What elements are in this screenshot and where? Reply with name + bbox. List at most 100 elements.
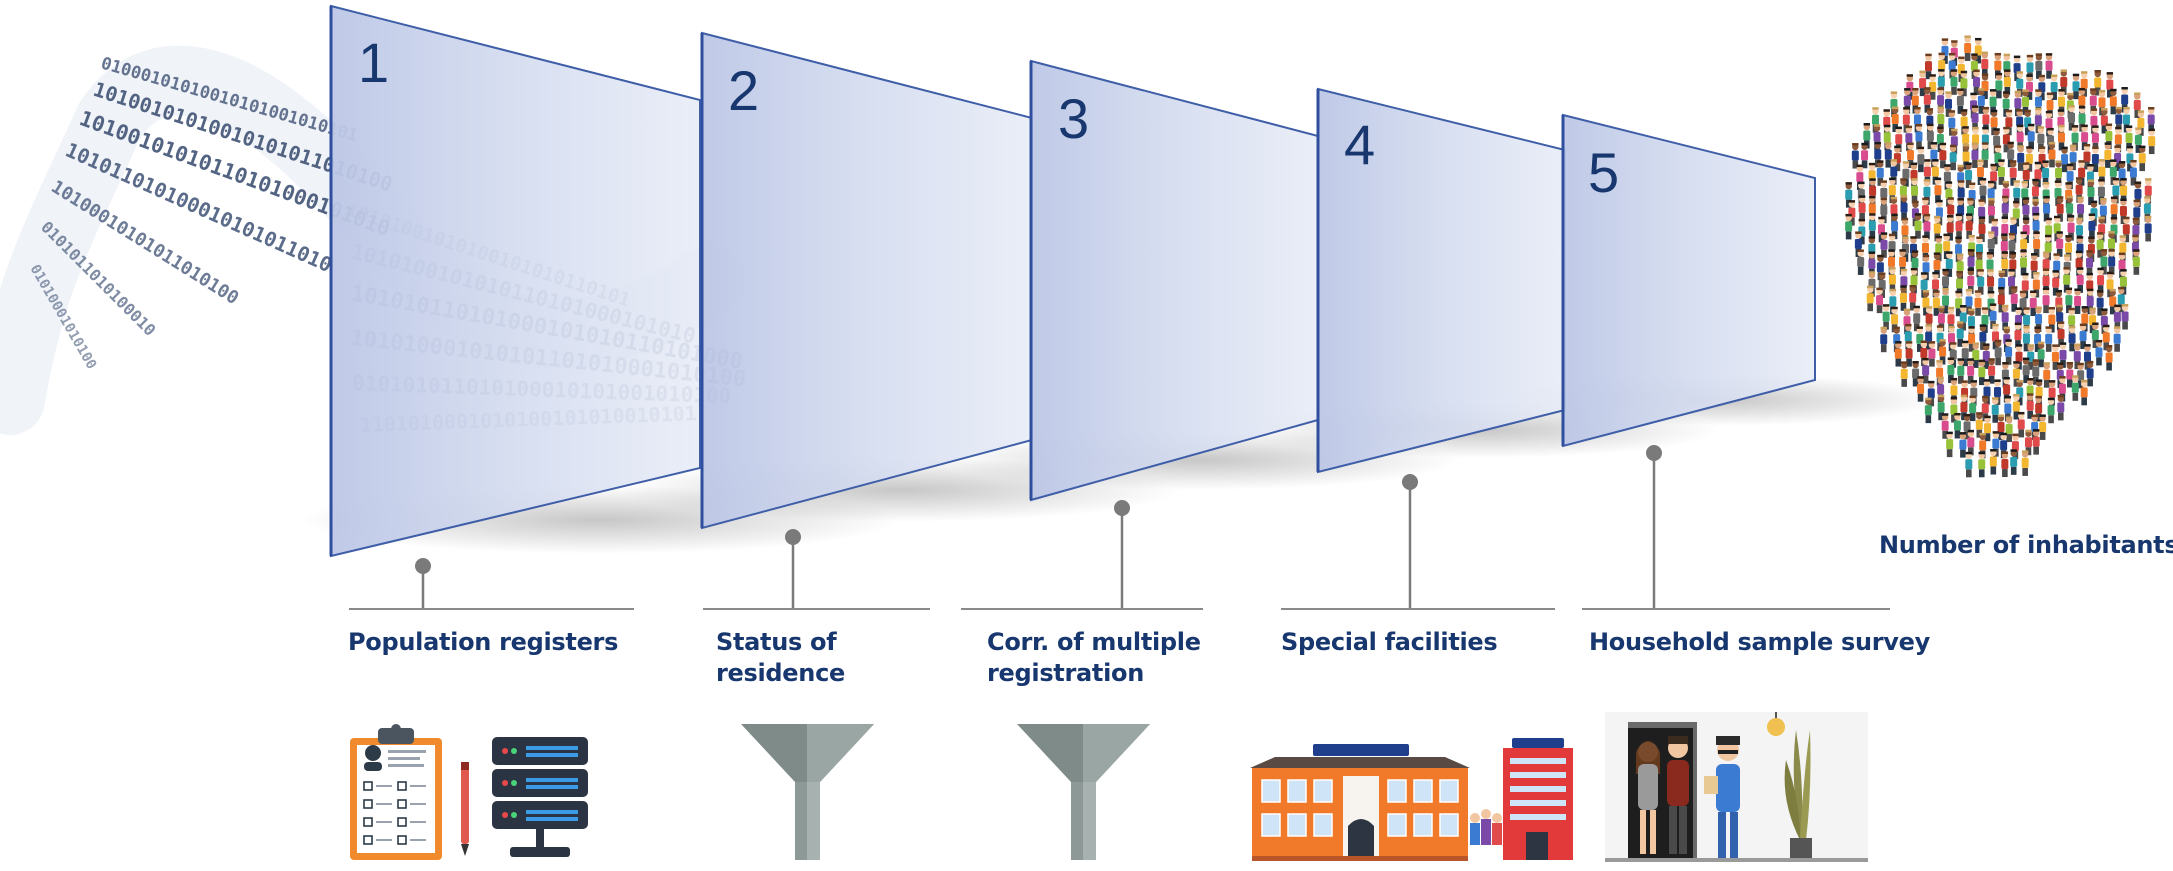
person-figure: [1924, 53, 1932, 80]
person-figure: [2138, 145, 2146, 172]
person-figure: [2096, 232, 2104, 258]
person-figure: [1971, 142, 1979, 168]
person-figure: [2026, 393, 2034, 419]
person-figure: [2009, 160, 2017, 186]
stage-label-5: Household sample survey: [1589, 627, 1930, 658]
person-figure: [1967, 429, 1975, 456]
person-figure: [1977, 88, 1985, 114]
person-figure: [2001, 451, 2009, 478]
person-figure: [2094, 70, 2102, 96]
person-figure: [2031, 414, 2039, 441]
person-figure: [1964, 35, 1972, 61]
person-figure: [2104, 142, 2112, 168]
person-figure: [2010, 286, 2018, 312]
connector-2: [703, 529, 930, 610]
person-figure: [2148, 128, 2156, 155]
person-figure: [2068, 105, 2076, 131]
panel-1: 1: [329, 4, 701, 558]
person-figure: [1968, 234, 1976, 261]
person-figure: [2066, 361, 2074, 388]
person-figure: [1858, 195, 1866, 221]
panel-5: 5: [1561, 113, 1816, 448]
person-figure: [2027, 344, 2035, 370]
panel-number: 1: [358, 31, 389, 94]
person-figure: [2012, 394, 2020, 420]
person-figure: [1932, 290, 1940, 316]
person-figure: [1978, 451, 1986, 478]
person-figure: [2047, 397, 2055, 424]
person-figure: [2032, 272, 2040, 298]
person-figure: [2109, 288, 2117, 315]
person-figure: [1959, 305, 1967, 331]
person-figure: [1955, 213, 1963, 240]
person-figure: [1949, 144, 1957, 171]
person-figure: [2057, 394, 2065, 421]
person-figure: [1949, 342, 1957, 368]
person-figure: [2096, 290, 2104, 316]
person-figure: [1861, 142, 1869, 169]
connector-1: [349, 558, 634, 610]
person-figure: [1934, 177, 1942, 204]
person-figure: [2061, 146, 2069, 173]
person-figure: [1923, 213, 1931, 240]
person-figure: [2034, 326, 2042, 352]
person-figure: [2050, 74, 2058, 100]
person-figure: [2017, 145, 2025, 171]
person-figure: [2019, 290, 2027, 317]
person-figure: [2005, 416, 2013, 443]
person-figure: [2025, 146, 2033, 172]
person-figure: [2147, 107, 2155, 133]
person-figure: [1882, 304, 1890, 330]
person-figure: [1922, 290, 1930, 316]
person-figure: [1909, 285, 1917, 311]
person-figure: [1924, 397, 1932, 424]
person-figure: [1956, 321, 1964, 347]
person-figure: [2113, 304, 2121, 331]
person-figure: [2083, 143, 2091, 170]
person-figure: [1899, 285, 1907, 311]
person-figure: [1988, 358, 1996, 384]
person-figure: [2091, 146, 2099, 173]
person-figure: [1963, 413, 1971, 440]
person-figure: [1919, 70, 1927, 97]
person-figure: [2108, 249, 2116, 275]
person-figure: [2021, 450, 2029, 476]
person-figure: [2045, 326, 2053, 352]
person-figure: [1981, 51, 1989, 78]
person-figure: [2079, 323, 2087, 350]
person-figure: [2032, 429, 2040, 455]
person-figure: [1845, 213, 1853, 240]
person-figure: [1946, 431, 1954, 458]
person-figure: [2005, 339, 2013, 365]
person-figure: [2086, 250, 2094, 276]
connectors: [349, 445, 1890, 610]
person-figure: [1891, 106, 1899, 133]
household-survey-icon: [1605, 712, 1868, 862]
person-figure: [1969, 395, 1977, 422]
person-figure: [1915, 123, 1923, 150]
red-building-icon: [1503, 738, 1573, 860]
person-figure: [1912, 360, 1920, 387]
person-figure: [2100, 249, 2108, 275]
person-figure: [1965, 162, 1973, 188]
person-figure: [1965, 213, 1973, 239]
person-figure: [1925, 324, 1933, 350]
person-figure: [2134, 127, 2142, 153]
stage-label-line: Special facilities: [1281, 628, 1498, 656]
person-figure: [2088, 213, 2096, 239]
panel-number: 4: [1344, 113, 1375, 176]
person-figure: [2010, 449, 2018, 475]
stage-label-2: Status of residence: [716, 627, 845, 689]
funnel-icon: [741, 724, 874, 860]
stage-label-line: Household sample survey: [1589, 628, 1930, 656]
result-label: Number of inhabitants: [1879, 530, 2173, 561]
panel-number: 2: [728, 59, 759, 122]
person-figure: [1955, 290, 1963, 317]
person-figure: [1878, 272, 1886, 298]
person-figure: [1917, 376, 1925, 402]
person-figure: [1857, 249, 1865, 275]
person-figure: [1876, 160, 1884, 186]
person-figure: [1957, 56, 1965, 83]
